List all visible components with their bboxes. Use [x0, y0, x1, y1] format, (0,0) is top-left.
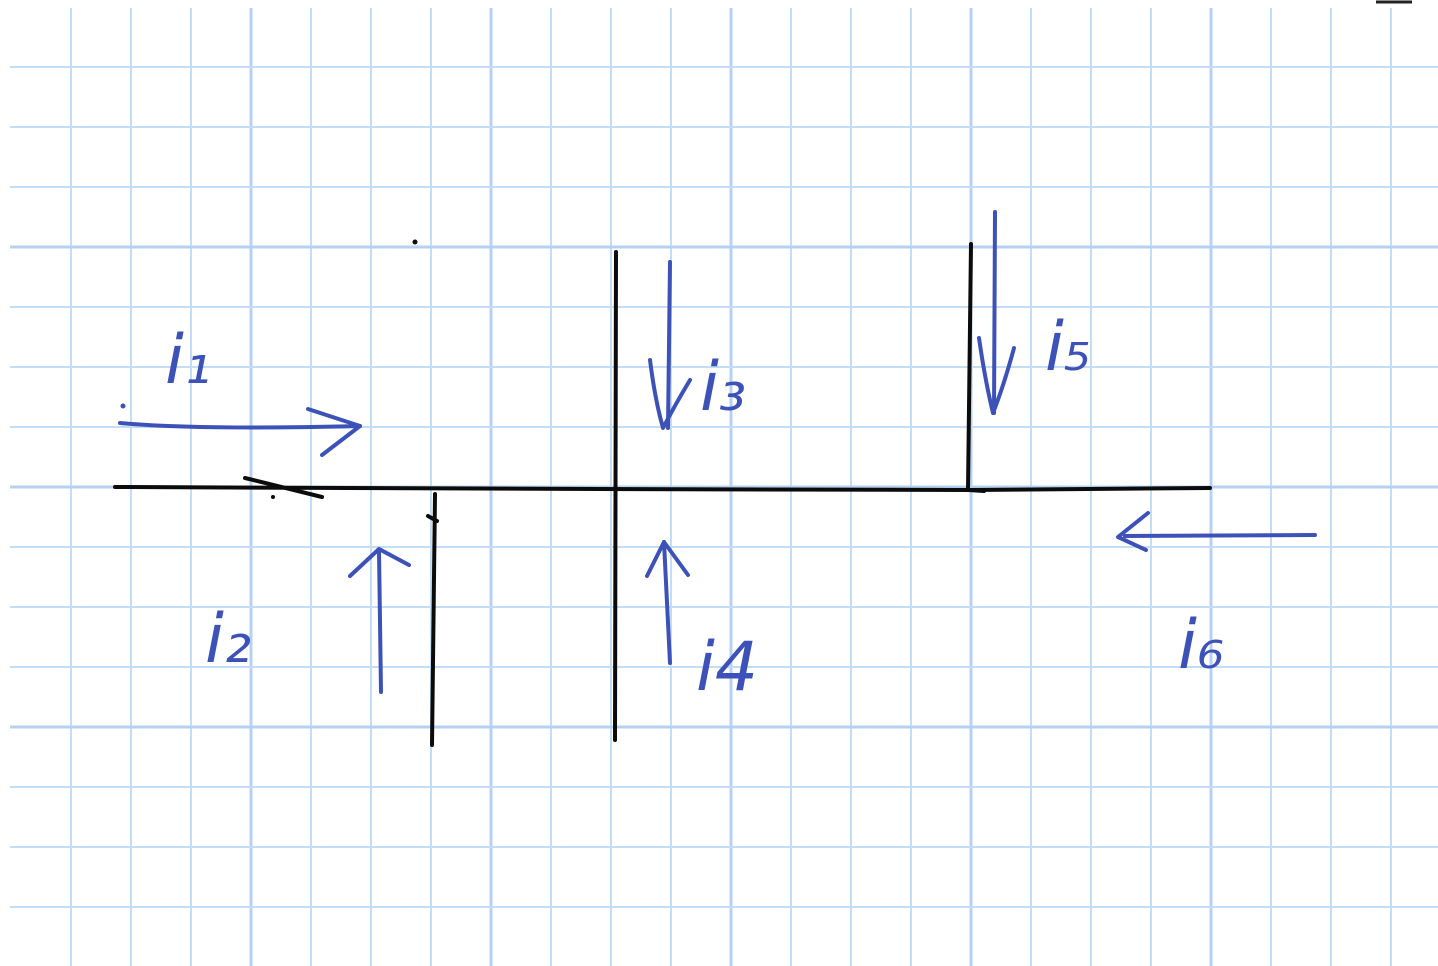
- label-i6: i₆: [1178, 606, 1224, 685]
- label-i3: i₃: [700, 348, 746, 427]
- branch-wire-i2: [430, 492, 437, 747]
- arrow-i6: [1116, 511, 1317, 552]
- ink-dot: [412, 239, 418, 245]
- wire-tick-mark: [243, 476, 324, 499]
- arrow-i1: [118, 403, 362, 457]
- grid-lines: [10, 8, 1438, 966]
- main-horizontal-wire: [113, 485, 1212, 493]
- current-arrows: [118, 210, 1317, 694]
- current-labels: i₁ i₂ i₃ i4 i₅ i₆: [165, 308, 1224, 707]
- label-i4: i4: [696, 628, 758, 707]
- wire-tick-mark-2: [426, 514, 439, 523]
- arrow-i3: [648, 260, 692, 430]
- arrow-i4: [645, 540, 690, 665]
- label-i5: i₅: [1045, 308, 1091, 387]
- branch-wire-i5: [965, 242, 986, 493]
- wires: [113, 239, 1212, 747]
- branch-wire-i3-i4: [613, 250, 618, 742]
- ink-dot-2: [271, 495, 275, 499]
- label-i1: i₁: [165, 321, 211, 400]
- arrow-i5: [977, 210, 1016, 415]
- arrow-i2: [348, 547, 411, 694]
- label-i2: i₂: [205, 600, 251, 679]
